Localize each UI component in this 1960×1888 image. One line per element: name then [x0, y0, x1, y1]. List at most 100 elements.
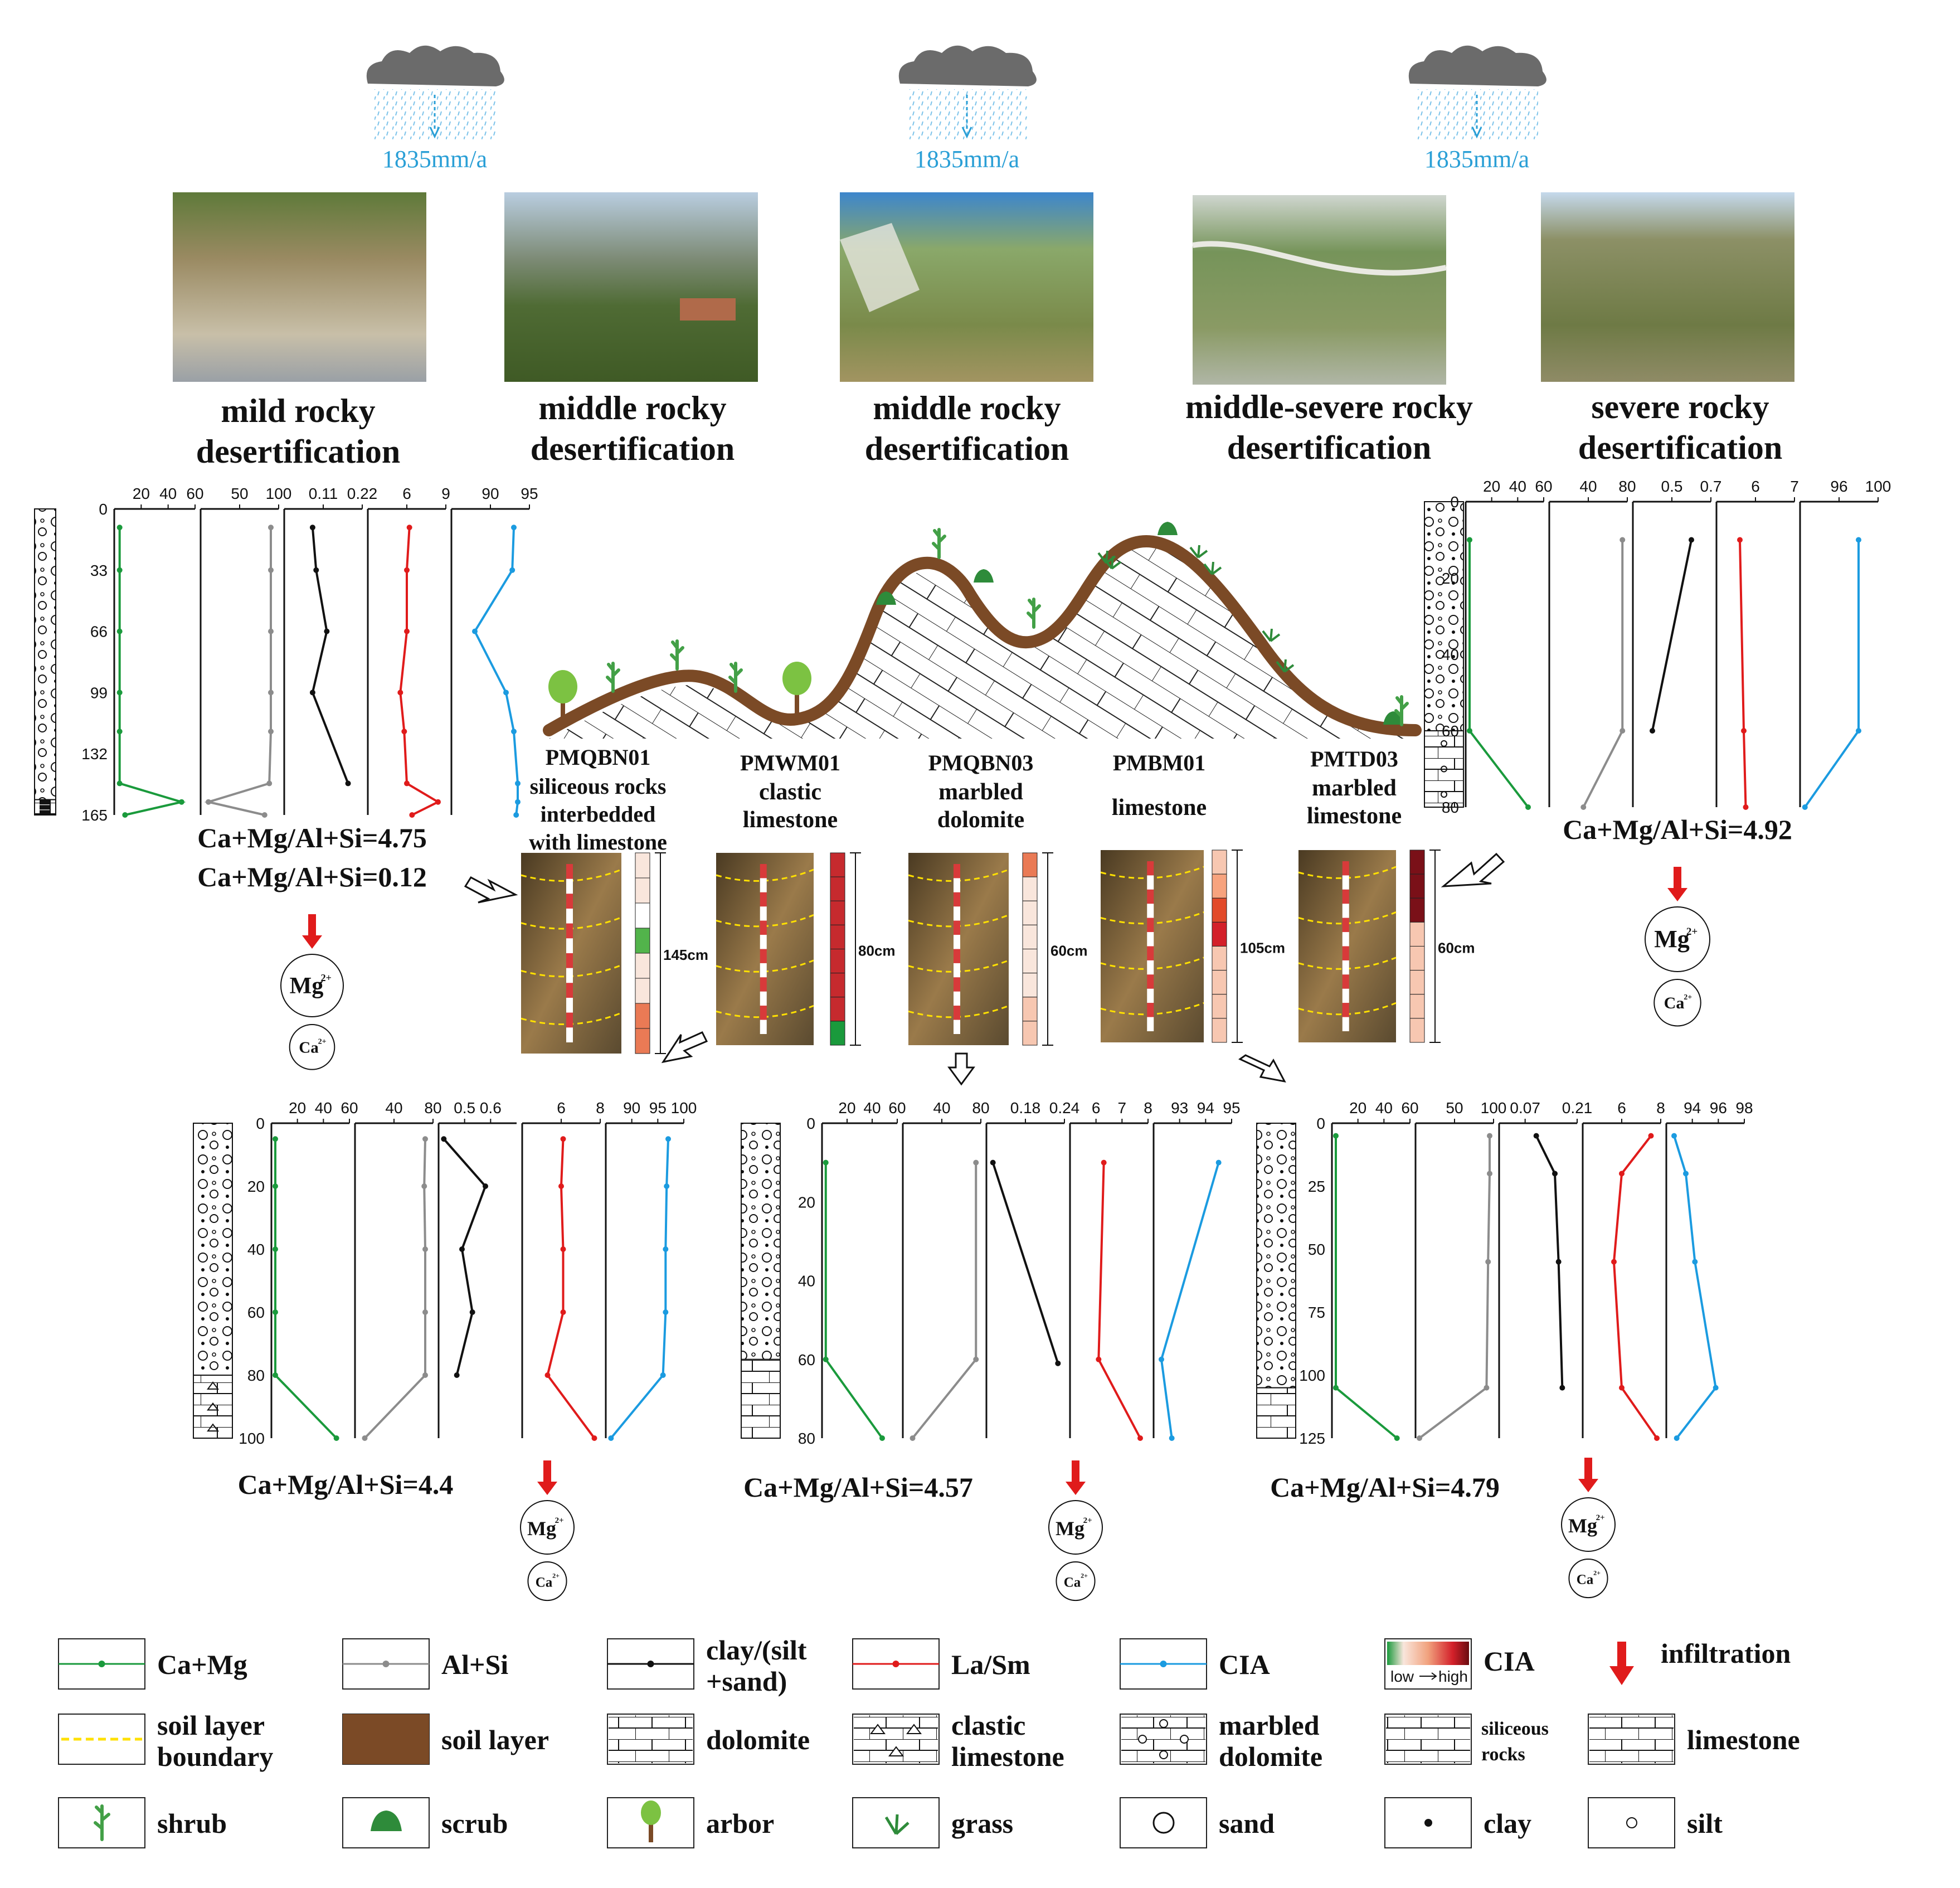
cia-cell [635, 953, 650, 979]
siliceous-symbol [40, 810, 51, 815]
cia-cell [1409, 873, 1425, 899]
legend-item-scrub: scrub [342, 1797, 508, 1848]
ca-circle [289, 1024, 335, 1070]
legend-item-gray-line-dot: Al+Si [342, 1638, 508, 1690]
data-point [823, 1159, 829, 1166]
series-line [1673, 1135, 1717, 1439]
cia-cell [1022, 973, 1038, 998]
shrub-icon [932, 528, 946, 559]
legend-dot [98, 1661, 105, 1667]
data-point [1467, 537, 1472, 543]
data-point [441, 1136, 447, 1142]
column-tick-label: 95 [1223, 1099, 1240, 1117]
cia-cell [635, 1028, 650, 1054]
cia-cell [830, 876, 845, 901]
mg-charge: 2+ [1686, 926, 1698, 938]
measuring-rod [1342, 1003, 1349, 1017]
soil-layer [543, 535, 1422, 736]
data-point [608, 1435, 614, 1441]
data-point [324, 628, 330, 634]
data-point [1333, 1133, 1339, 1139]
data-point [459, 1246, 465, 1252]
column-tick-label: 100 [266, 485, 292, 502]
column-tick-label: 0.6 [480, 1099, 502, 1117]
cia-cell [1409, 994, 1425, 1019]
grass-icon [884, 1814, 910, 1835]
measuring-rod [1147, 904, 1154, 918]
lithology-sand [1256, 1123, 1296, 1389]
data-point [1559, 1385, 1565, 1391]
ca-ion: Ca [1064, 1575, 1081, 1590]
shrub-icon [728, 662, 743, 693]
measuring-rod [760, 1006, 767, 1020]
depth-tick: 60 [798, 1351, 815, 1368]
cia-cell [1022, 924, 1038, 949]
data-point [879, 1435, 885, 1441]
siliceous-pattern-icon [1386, 1715, 1470, 1763]
clastic-symbol [906, 1724, 922, 1734]
data-point [1713, 1385, 1719, 1391]
series-line [1582, 540, 1624, 808]
cloud-1: 1835mm/a [366, 45, 504, 173]
column-tick-label: 60 [186, 485, 203, 502]
rain-arrow-head [961, 127, 972, 139]
measuring-rod [566, 864, 573, 879]
legend-item-black-line-dot: clay/(silt+sand) [607, 1634, 807, 1697]
data-point [268, 525, 274, 531]
data-point [469, 1309, 475, 1315]
column-tick-label: 100 [671, 1099, 697, 1117]
data-point [1650, 728, 1655, 734]
measuring-rod [566, 923, 573, 939]
data-point [268, 628, 274, 634]
depth-tick: 0 [256, 1115, 265, 1132]
column-tick-label: 40 [159, 485, 177, 502]
series-line [1612, 1135, 1658, 1439]
photo-severe [1541, 192, 1794, 382]
scrub-shape [1157, 522, 1178, 535]
ca-charge: 2+ [1684, 993, 1692, 1002]
data-point [513, 812, 519, 818]
series-line [1651, 540, 1692, 731]
series-line [399, 527, 441, 816]
section-photo-2: 80cm [716, 852, 896, 1046]
column-tick-label: 40 [1509, 478, 1526, 495]
ca-circle [1653, 979, 1701, 1027]
limestone-pattern-icon [1589, 1715, 1674, 1763]
grass-icon [1203, 561, 1222, 575]
cia-cell [635, 877, 650, 904]
section-lithology: dolomite [937, 807, 1024, 833]
column-tick-label: 94 [1197, 1099, 1214, 1117]
rainfall-label: 1835mm/a [382, 145, 487, 173]
measuring-rod [954, 892, 960, 907]
column-tick-label: 94 [1684, 1099, 1701, 1117]
series-line [1804, 540, 1860, 808]
measuring-rod [566, 894, 573, 909]
sand-circle-icon [1152, 1812, 1175, 1834]
title-2-line2: desertification [531, 430, 735, 467]
legend-label: shrub [157, 1808, 227, 1839]
vegetation [548, 522, 1409, 726]
column-tick-label: 6 [1092, 1099, 1101, 1117]
legend-label: scrub [441, 1808, 508, 1839]
cia-cell [1022, 852, 1038, 877]
data-point [1487, 1133, 1492, 1139]
data-point [273, 1309, 278, 1315]
depth-label: 105cm [1240, 940, 1285, 957]
data-point [1683, 1171, 1689, 1177]
data-point [823, 1356, 829, 1362]
mg-ion: Mg [290, 973, 324, 999]
mg-charge: 2+ [1083, 1516, 1092, 1525]
depth-tick: 99 [90, 684, 108, 701]
measuring-rod [954, 963, 960, 978]
